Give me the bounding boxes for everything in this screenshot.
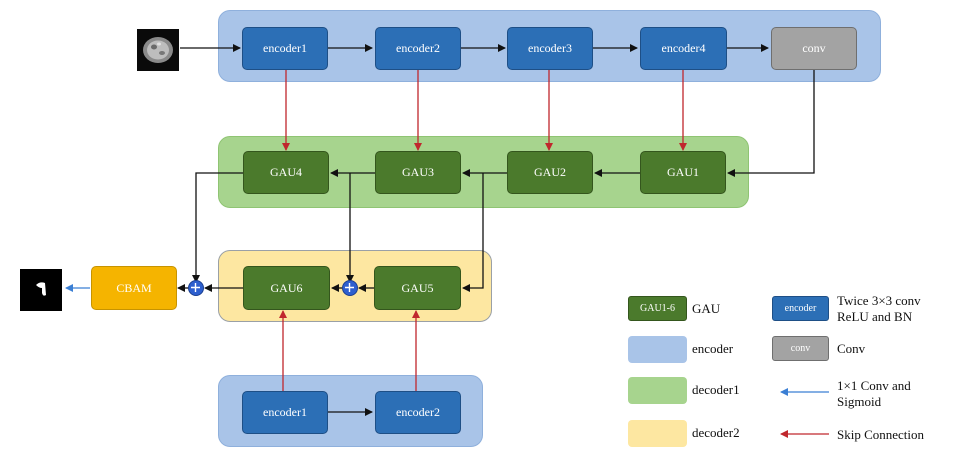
arrow-conv-gau1 [727, 70, 815, 177]
sum-node-middle [342, 280, 358, 296]
legend-decoder1-swatch [628, 377, 687, 404]
gau3-node: GAU3 [375, 151, 461, 194]
encoder2-top-node: encoder2 [375, 27, 461, 70]
legend-conv-desc: Conv [837, 341, 866, 356]
legend-decoder2-swatch [628, 420, 687, 447]
legend-decoder2-label: decoder2 [692, 425, 740, 440]
legend-sigmoid-desc-2: Sigmoid [837, 394, 882, 409]
cbam-node: CBAM [91, 266, 177, 310]
gau2-node: GAU2 [507, 151, 593, 194]
legend-skip-desc: Skip Connection [837, 427, 925, 442]
gau6-node: GAU6 [243, 266, 330, 310]
legend-decoder1-label: decoder1 [692, 382, 740, 397]
legend-gau-label: GAU [692, 301, 721, 316]
legend-encoder-node-swatch: encoder [772, 296, 829, 321]
encoder1-top-node: encoder1 [242, 27, 328, 70]
conv-top-node: conv [771, 27, 857, 70]
legend-encoder-node-desc-2: ReLU and BN [837, 309, 913, 324]
gau5-node: GAU5 [374, 266, 461, 310]
encoder1-bottom-node: encoder1 [242, 391, 328, 434]
encoder3-top-node: encoder3 [507, 27, 593, 70]
output-mask-image [20, 269, 62, 311]
gau1-node: GAU1 [640, 151, 726, 194]
legend-conv-swatch: conv [772, 336, 829, 361]
sum-node-left [188, 280, 204, 296]
arrow-gau4-plus1 [192, 172, 243, 283]
legend-gau-swatch: GAU1-6 [628, 296, 687, 321]
legend-sigmoid-desc-1: 1×1 Conv and [837, 378, 911, 393]
gau4-node: GAU4 [243, 151, 329, 194]
legend-encoder-label: encoder [692, 341, 734, 356]
arrow-gau2-gau5 [462, 173, 484, 292]
encoder4-top-node: encoder4 [640, 27, 727, 70]
input-mri-image [137, 29, 179, 71]
legend-encoder-node-desc-1: Twice 3×3 conv [837, 293, 921, 308]
encoder2-bottom-node: encoder2 [375, 391, 461, 434]
legend-encoder-panel-swatch [628, 336, 687, 363]
